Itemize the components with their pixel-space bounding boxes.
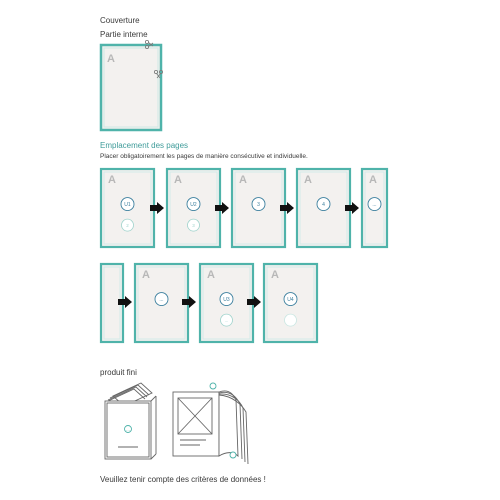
page-number-circle — [219, 292, 234, 307]
page-number-circle — [283, 292, 298, 307]
page-number-label: U3 — [223, 297, 230, 303]
page-number-label: ... — [372, 202, 376, 208]
page-number-label: U4 — [287, 297, 294, 303]
page-sub-circle — [187, 218, 200, 232]
label-produit-fini: produit fini — [100, 368, 137, 377]
arrow-icon — [182, 296, 196, 308]
page-number-label: U1 — [124, 202, 131, 208]
page-letter: A — [174, 174, 182, 186]
page-letter: A — [369, 174, 377, 186]
arrow-icon — [280, 202, 294, 214]
finished-booklet-mark: ... — [126, 427, 130, 432]
page-number-label: 4 — [322, 202, 325, 208]
page-row1-3: A3 — [230, 167, 287, 249]
label-instruction: Placer obligatoirement les pages de mani… — [100, 153, 308, 160]
page-number-label: 3 — [257, 202, 260, 208]
arrow-icon — [150, 202, 164, 214]
page-row1-2: A U2 3 — [165, 167, 222, 249]
page-number-label: ... — [159, 297, 163, 303]
label-criteres: Veuillez tenir compte des critères de do… — [100, 475, 266, 484]
finished-booklet-front — [104, 382, 157, 460]
finished-book-open — [172, 382, 249, 465]
label-couverture: Couverture — [100, 16, 140, 25]
page-number-label: U2 — [190, 202, 197, 208]
label-partie-interne: Partie interne — [100, 30, 148, 39]
page-letter: A — [271, 269, 279, 281]
page-letter: A — [239, 174, 247, 186]
page-sub-label: ... — [225, 318, 229, 323]
arrow-icon — [345, 202, 359, 214]
page-row1-5: A... — [360, 167, 389, 249]
page-letter: A — [304, 174, 312, 186]
page-number-circle — [186, 197, 201, 212]
page-row2-2: A... — [133, 262, 190, 344]
arrow-icon — [215, 202, 229, 214]
scissors-icon — [144, 40, 154, 50]
page-number-circle — [251, 197, 266, 212]
arrow-icon — [247, 296, 261, 308]
page-letter: A — [107, 53, 115, 65]
page-sub-circle — [220, 313, 233, 327]
page-sub-label: 3 — [192, 223, 195, 228]
page-number-circle — [367, 197, 382, 212]
page-letter: A — [207, 269, 215, 281]
page-number-circle — [316, 197, 331, 212]
page-row2-3: A U3... — [198, 262, 255, 344]
page-sub-label: 2 — [126, 223, 129, 228]
arrow-icon — [118, 296, 132, 308]
cover-page: A — [99, 43, 163, 132]
page-letter: A — [108, 174, 116, 186]
page-letter: A — [142, 269, 150, 281]
page-sub-circle — [121, 218, 134, 232]
page-number-circle — [154, 292, 169, 307]
page-row1-4: A4 — [295, 167, 352, 249]
page-row1-1: A U1 2 — [99, 167, 156, 249]
label-emplacement-des-pages: Emplacement des pages — [100, 141, 189, 150]
page-sub-circle — [284, 313, 297, 327]
page-row2-4: A U4 — [262, 262, 319, 344]
scissors-icon — [153, 70, 163, 79]
page-number-circle — [120, 197, 135, 212]
